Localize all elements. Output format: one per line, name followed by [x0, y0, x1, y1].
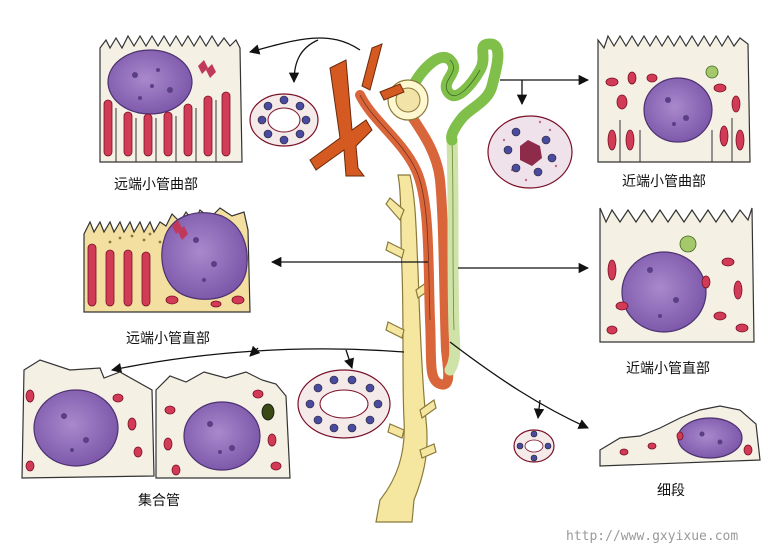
cell-proximal-straight	[599, 207, 755, 343]
arteriole-vessel	[309, 59, 373, 177]
cell-distal-straight	[83, 207, 251, 313]
label-proximal-straight: 近端小管直部	[626, 360, 710, 377]
cell-collecting-duct	[21, 359, 291, 479]
nucleus	[677, 417, 743, 459]
cross-section-collecting	[297, 369, 391, 439]
cell-proximal-convoluted	[597, 34, 751, 163]
nucleus	[107, 49, 193, 115]
cross-section-thin	[513, 429, 555, 463]
cell-thin-segment	[599, 405, 761, 467]
cell-distal-convoluted	[99, 34, 243, 163]
nucleus	[183, 401, 261, 471]
nephron-central	[309, 38, 504, 523]
cross-section-proximal	[487, 115, 573, 189]
cross-section-distal	[249, 93, 319, 147]
label-collecting-duct: 集合管	[138, 492, 180, 509]
pointer-arrows	[110, 37, 590, 429]
label-proximal-convoluted: 近端小管曲部	[622, 174, 706, 190]
watermark-text: http://www.gxyixue.com	[566, 529, 738, 544]
collecting-duct-tube	[375, 174, 428, 523]
nucleus	[643, 77, 713, 143]
label-distal-convoluted: 远端小管曲部	[114, 177, 198, 193]
nucleus	[33, 389, 119, 467]
label-distal-straight: 远端小管直部	[126, 330, 210, 347]
label-thin-segment: 细段	[657, 483, 685, 499]
nucleus	[621, 251, 707, 333]
